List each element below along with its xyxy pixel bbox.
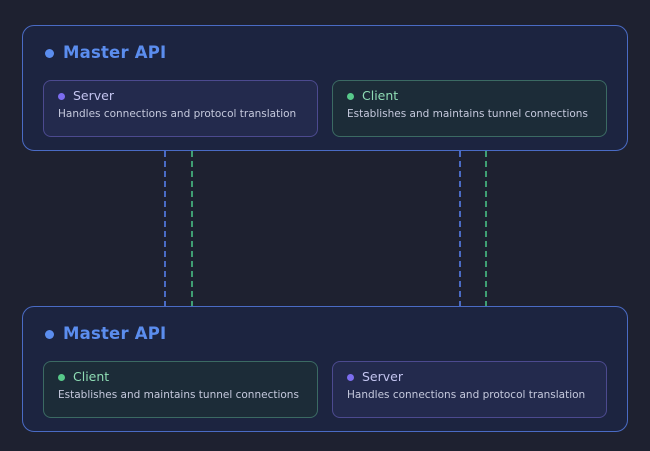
bullet-dot-icon	[45, 49, 54, 58]
panel-title-top: Master API	[63, 45, 166, 62]
card-header-server-bottom: Server	[347, 371, 592, 384]
card-header-client-top: Client	[347, 90, 592, 103]
client-status-dot-icon	[58, 374, 65, 381]
client-status-dot-icon	[347, 93, 354, 100]
bullet-dot-icon	[45, 330, 54, 339]
panel-master-api-bottom[interactable]: Master API Client Establishes and mainta…	[22, 306, 628, 432]
card-client-top[interactable]: Client Establishes and maintains tunnel …	[332, 80, 607, 137]
card-header-server-top: Server	[58, 90, 303, 103]
server-status-dot-icon	[347, 374, 354, 381]
card-server-bottom[interactable]: Server Handles connections and protocol …	[332, 361, 607, 418]
server-status-dot-icon	[58, 93, 65, 100]
card-description-server-bottom: Handles connections and protocol transla…	[347, 389, 592, 402]
card-title-client-top: Client	[362, 90, 398, 103]
card-title-server-bottom: Server	[362, 371, 403, 384]
card-client-bottom[interactable]: Client Establishes and maintains tunnel …	[43, 361, 318, 418]
card-title-server-top: Server	[73, 90, 114, 103]
panel-master-api-top[interactable]: Master API Server Handles connections an…	[22, 25, 628, 151]
panel-header-top: Master API	[23, 26, 627, 66]
card-description-client-bottom: Establishes and maintains tunnel connect…	[58, 389, 303, 402]
card-row-bottom: Client Establishes and maintains tunnel …	[23, 347, 627, 418]
card-server-top[interactable]: Server Handles connections and protocol …	[43, 80, 318, 137]
card-row-top: Server Handles connections and protocol …	[23, 66, 627, 137]
card-title-client-bottom: Client	[73, 371, 109, 384]
card-header-client-bottom: Client	[58, 371, 303, 384]
panel-title-bottom: Master API	[63, 326, 166, 343]
card-description-client-top: Establishes and maintains tunnel connect…	[347, 108, 592, 121]
panel-header-bottom: Master API	[23, 307, 627, 347]
card-description-server-top: Handles connections and protocol transla…	[58, 108, 303, 121]
